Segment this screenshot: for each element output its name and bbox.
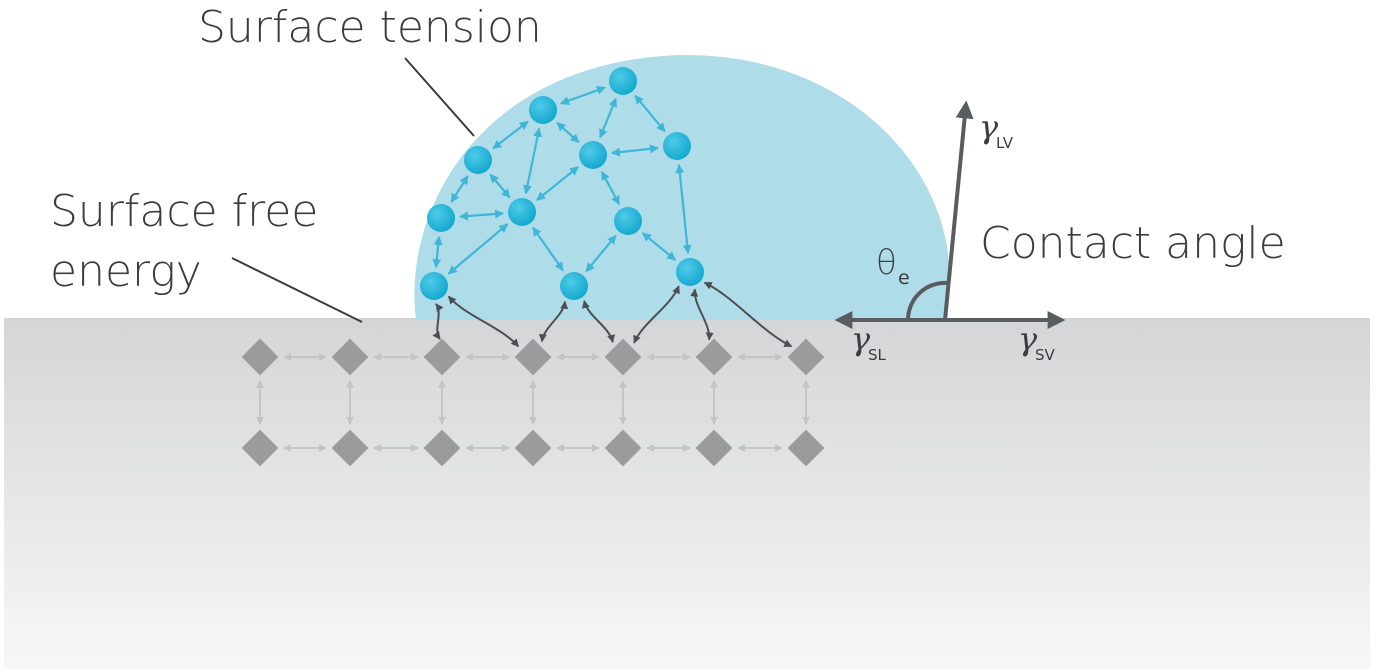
surface-free-energy-leader-line [231,257,363,323]
liquid-molecule-icon [614,207,642,235]
surface-atom-lattice [241,338,825,467]
molecule-bond-arrow [675,164,692,254]
molecule-bond-arrow [523,127,542,195]
contact-angle-label: Contact angle [980,218,1286,269]
solid-atom-diamond-icon [331,338,369,376]
molecule-bond-arrow [492,120,529,150]
liquid-molecule-icon [663,132,691,160]
solid-atom-diamond-icon [514,338,552,376]
interface-bond-arrow [538,300,569,343]
liquid-molecule-icon [508,198,536,226]
surface-tension-label: Surface tension [198,2,542,53]
molecule-bond-arrow [600,170,621,206]
interface-bond-arrow [432,303,444,340]
gamma-sl-subscript: SL [868,346,887,364]
molecule-bond-arrow [634,94,666,133]
liquid-molecule-icon [427,204,455,232]
contact-angle-arc [905,280,949,321]
gamma-sv-subscript: SV [1035,346,1056,364]
solid-atom-diamond-icon [695,429,733,467]
gamma-sl-symbol: γ [851,320,871,358]
liquid-molecule-icon [560,272,588,300]
molecule-bond-arrow [447,223,509,275]
surface-free-energy-label-line2: energy [50,246,202,297]
molecule-bond-arrow [450,175,469,203]
interface-bond-arrows [432,281,793,348]
surface-bond-arrows [256,353,810,452]
molecule-bond-arrows [432,86,692,275]
molecule-bond-arrow [610,144,660,157]
solid-atom-diamond-icon [787,429,825,467]
solid-atom-diamond-icon [241,429,279,467]
liquid-molecule-icon [529,96,557,124]
solid-atom-diamond-icon [331,429,369,467]
interface-bond-arrow [447,295,520,348]
solid-atom-diamond-icon [604,338,642,376]
molecule-bond-arrow [641,232,677,261]
theta-subscript: e [898,267,910,289]
molecule-bond-arrow [556,121,580,144]
liquid-molecule-icon [676,258,704,286]
molecule-bond-arrow [432,236,443,268]
surface-tension-leader-line [404,57,475,137]
surface-free-energy-label-line1: Surface free [50,186,318,237]
solid-atom-diamond-icon [695,338,733,376]
solid-atom-diamond-icon [604,429,642,467]
liquid-molecule-icon [420,272,448,300]
molecule-bond-arrow [585,234,617,273]
interface-bond-arrow [703,281,793,348]
gamma-lv-subscript: LV [996,134,1014,152]
interface-bond-arrow [633,285,680,344]
gamma-lv-vector [943,100,974,321]
solid-atom-diamond-icon [514,429,552,467]
theta-symbol: θ [876,243,897,283]
liquid-molecule-icon [609,67,637,95]
molecule-bond-arrow [459,209,504,221]
solid-atom-diamond-icon [787,338,825,376]
molecule-bond-arrow [599,97,617,139]
solid-atom-diamond-icon [423,338,461,376]
gamma-sv-symbol: γ [1018,320,1038,358]
molecule-bond-arrow [532,226,564,272]
interface-bond-arrow [581,300,616,343]
solid-atom-diamond-icon [423,429,461,467]
liquid-molecule-icon [464,146,492,174]
solid-surface [4,318,1370,669]
molecule-bond-arrow [560,86,606,105]
solid-atom-diamond-icon [241,338,279,376]
liquid-molecule-icon [579,141,607,169]
molecule-bond-arrow [489,173,511,199]
molecule-bond-arrow [536,166,579,201]
gamma-lv-symbol: γ [979,108,999,146]
liquid-molecules [420,67,704,300]
force-vectors [834,100,1066,329]
